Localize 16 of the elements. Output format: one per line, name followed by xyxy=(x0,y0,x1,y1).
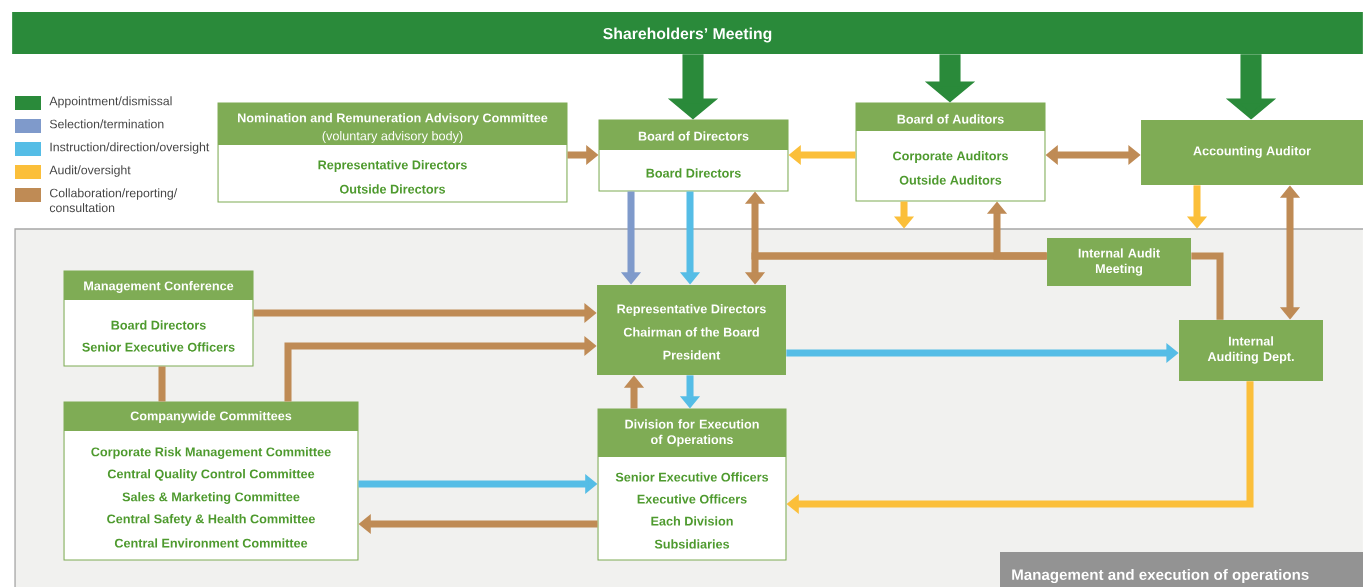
legend-label: Appointment/dismissal xyxy=(49,96,172,108)
legend-label: Selection/termination xyxy=(49,119,164,129)
org-box: Accounting Auditor xyxy=(1141,120,1363,185)
org-box: Companywide Committees Corporate Risk Management Committee Central Quality Control Committee Sales & Marketing Committee Central Safety & Health Committee Central Environment Committee xyxy=(63,401,359,561)
org-box: Board of Auditors Corporate Auditors Outside Auditors xyxy=(855,102,1046,202)
org-box: Internal Auditing Dept. xyxy=(1179,320,1323,381)
legend-label: Collaboration/reporting/ consultation xyxy=(49,188,178,213)
org-box: Division for Execution of Operations Senior Executive Officers Executive Officers Each Division Subsidiaries xyxy=(597,408,787,561)
org-box: Nomination and Remuneration Advisory Committee (voluntary advisory body) Representative Directors Outside Directors xyxy=(217,102,568,203)
legend-label: Instruction/direction/oversight xyxy=(50,142,210,154)
org-box: Internal Audit Meeting xyxy=(1047,238,1191,286)
org-box: Management Conference Board Directors Senior Executive Officers xyxy=(63,270,254,367)
org-box: Representative Directors Chairman of the Board President xyxy=(597,285,786,375)
banner: Shareholders’ Meeting xyxy=(12,12,1363,54)
legend-label: Audit/oversight xyxy=(49,165,131,177)
org-box: Board of Directors Board Directors xyxy=(598,119,789,192)
